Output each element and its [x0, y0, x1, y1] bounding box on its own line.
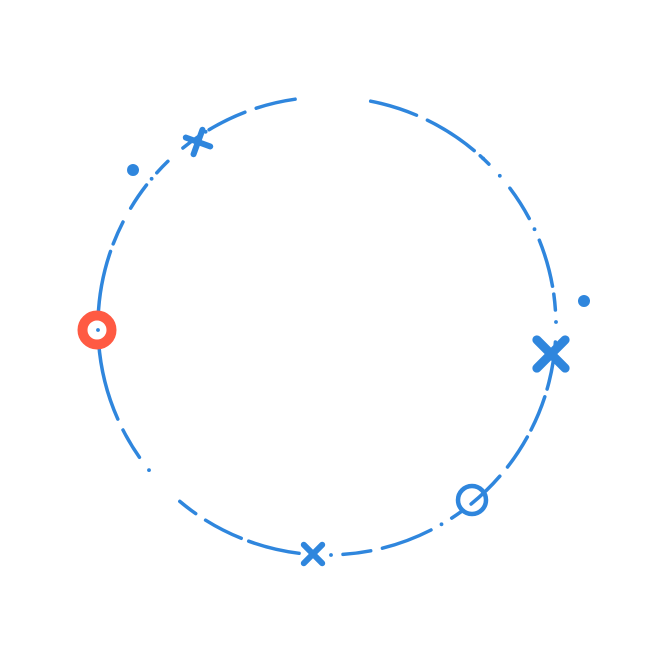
orbit-dot: [554, 320, 558, 324]
orbit-dash: [380, 528, 433, 550]
orbit-dot: [439, 522, 444, 527]
orbit-dash: [155, 159, 170, 175]
orbit-dot: [329, 553, 333, 557]
orbit-dash: [96, 340, 120, 421]
orbit-dot: [96, 328, 100, 332]
bottom-cross-icon: [300, 541, 326, 567]
orbit-dash: [552, 292, 558, 312]
orbit-dash: [207, 110, 247, 132]
orbit-dot: [147, 468, 151, 472]
red-ring-icon: [77, 310, 117, 350]
orbit-dash: [368, 99, 419, 117]
large-cross-icon: [532, 335, 570, 373]
orbit-dash: [341, 549, 373, 557]
orbit-dash: [96, 249, 113, 320]
orbit-dash: [246, 539, 301, 556]
orbit-dash: [545, 340, 558, 391]
orbit-dash: [508, 186, 531, 221]
dashed-orbit-ring: [96, 97, 558, 557]
orbit-dot: [481, 156, 486, 161]
orbit-dash: [203, 518, 243, 541]
orbit-dash: [478, 154, 491, 166]
orbit-dot: [149, 176, 154, 181]
orbit-dash: [128, 183, 149, 210]
orbit-dash: [425, 118, 476, 153]
ring-icon: [455, 483, 489, 517]
orbit-dash: [254, 97, 297, 110]
orbit-dash: [537, 238, 555, 288]
orbit-dot: [532, 227, 537, 232]
small-cross-icon: [182, 126, 214, 158]
orbit-dash: [178, 499, 198, 516]
orbit-dash: [449, 509, 464, 520]
dot-icon-right: [578, 295, 590, 307]
orbit-dash: [121, 428, 142, 460]
dot-icon-left: [127, 164, 139, 176]
orbit-dot: [497, 173, 502, 178]
orbit-dash: [469, 474, 502, 506]
orbit-dash: [111, 220, 125, 246]
orbit-dash: [505, 435, 530, 469]
orbit-dash: [529, 395, 547, 432]
